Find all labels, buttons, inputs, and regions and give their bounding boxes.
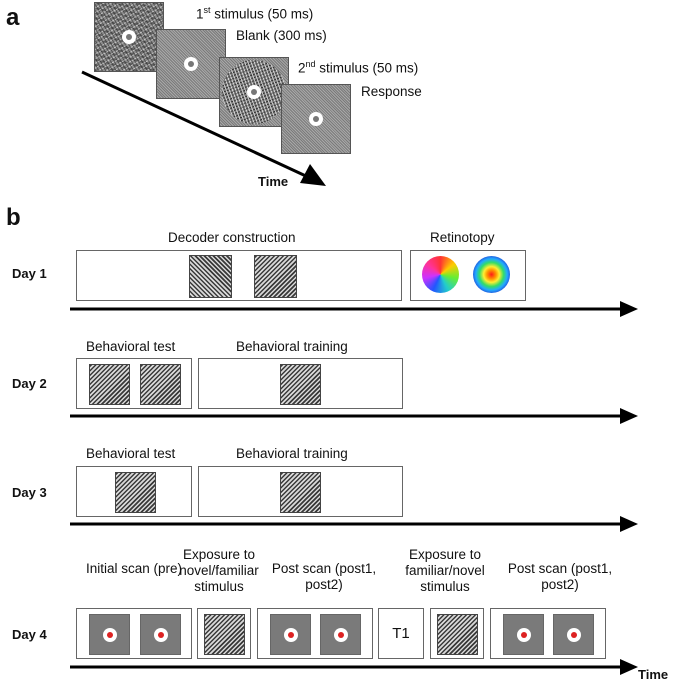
decoder-construction-box: [76, 250, 402, 301]
panel-b-letter: b: [6, 204, 21, 231]
fixation-red-dot-icon: [284, 628, 298, 642]
post-scan-2-label: Post scan (post1, post2): [507, 561, 613, 592]
day-1-label: Day 1: [12, 266, 47, 281]
grating-stimulus: [280, 472, 321, 513]
fixation-icon: [247, 85, 261, 99]
fixation-red-dot-icon: [567, 628, 581, 642]
fixation-icon: [122, 30, 136, 44]
exposure-1-label: Exposure to novel/familiar stimulus: [179, 547, 259, 594]
fixation-icon: [184, 57, 198, 71]
blank-label: Blank (300 ms): [236, 28, 327, 43]
post-scan-1-label: Post scan (post1, post2): [271, 561, 377, 592]
grating-stimulus: [89, 364, 130, 405]
panel-a-time-label: Time: [258, 174, 289, 189]
initial-scan-label: Initial scan (pre): [85, 561, 183, 576]
fixation-red-dot-icon: [334, 628, 348, 642]
stimulus-1-label: 1st stimulus (50 ms): [196, 5, 314, 22]
grating-stimulus: [115, 472, 156, 513]
grating-stimulus: [280, 364, 321, 405]
t1-label: T1: [392, 625, 410, 642]
stimulus-2-label: 2nd stimulus (50 ms): [298, 59, 419, 76]
exposure-2-label: Exposure to familiar/novel stimulus: [405, 547, 485, 594]
retinotopy-ring-icon: [473, 256, 510, 293]
day-3-behavioral-training-label: Behavioral training: [236, 446, 348, 461]
grating-stimulus: [437, 614, 478, 655]
fixation-red-dot-icon: [517, 628, 531, 642]
grating-stimulus: [204, 614, 245, 655]
day-3-label: Day 3: [12, 485, 47, 500]
day-4-label: Day 4: [12, 627, 47, 642]
decoder-construction-label: Decoder construction: [168, 230, 296, 245]
panel-b-time-label: Time: [638, 667, 669, 682]
retinotopy-wedge-icon: [422, 256, 459, 293]
grating-stimulus: [254, 255, 297, 298]
fixation-icon: [309, 112, 323, 126]
grating-stimulus: [189, 255, 232, 298]
grating-stimulus: [140, 364, 181, 405]
t1-box: [378, 608, 424, 659]
panel-a-letter: a: [6, 4, 20, 31]
day-3-behavioral-test-label: Behavioral test: [86, 446, 176, 461]
day-2-label: Day 2: [12, 376, 47, 391]
fixation-red-dot-icon: [154, 628, 168, 642]
response-label: Response: [361, 84, 422, 99]
stimulus-2-noise-disc: [222, 60, 286, 124]
day-2-behavioral-test-label: Behavioral test: [86, 339, 176, 354]
retinotopy-label: Retinotopy: [430, 230, 495, 245]
fixation-red-dot-icon: [103, 628, 117, 642]
day-2-behavioral-training-label: Behavioral training: [236, 339, 348, 354]
